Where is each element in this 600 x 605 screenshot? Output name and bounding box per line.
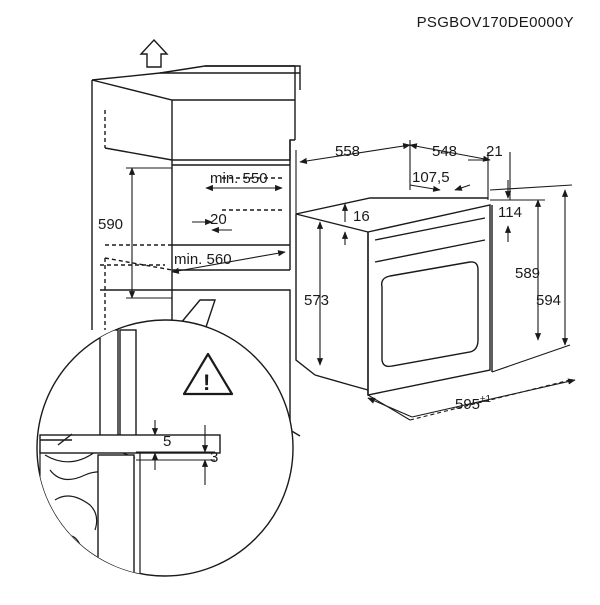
label-oven-front-depth: 21 <box>486 143 503 160</box>
label-oven-control-offset: 107,5 <box>412 169 450 186</box>
label-oven-depth-total: 558 <box>335 143 360 160</box>
label-cabinet-height: 590 <box>98 216 123 233</box>
cabinet-dimensions <box>126 167 286 299</box>
label-cabinet-gap: 20 <box>210 211 227 228</box>
up-arrow-icon <box>139 38 169 68</box>
label-oven-total-height: 594 <box>536 292 561 309</box>
detail-dimensions <box>136 420 215 485</box>
warning-mark: ! <box>203 370 210 395</box>
oven <box>295 197 493 396</box>
cabinet-wall-section <box>39 329 221 576</box>
model-code: PSGBOV170DE0000Y <box>416 14 574 31</box>
label-oven-door-offset: 114 <box>498 204 522 221</box>
oven-dimensions <box>295 140 576 421</box>
warning-icon: ! <box>182 352 234 396</box>
label-cabinet-min-height: min. 550 <box>210 170 268 187</box>
label-oven-top-offset: 16 <box>353 208 370 225</box>
cabinet-labels: min. 550 590 20 min. 560 <box>98 170 268 268</box>
detail-circle: ! 5 3 <box>36 319 294 577</box>
label-cabinet-min-depth: min. 560 <box>174 251 232 268</box>
label-detail-gap-5: 5 <box>163 433 171 450</box>
label-oven-body-height: 573 <box>304 292 329 309</box>
label-oven-width-value: 595 <box>455 396 480 413</box>
label-oven-front-height: 589 <box>515 265 540 282</box>
label-oven-body-depth: 548 <box>432 143 457 160</box>
label-oven-width-tolerance: ±1 <box>480 394 491 405</box>
label-detail-gap-3: 3 <box>210 449 218 466</box>
label-oven-width: 595±1 <box>455 394 492 413</box>
oven-labels: 558 548 21 107,5 16 114 573 589 594 595±… <box>304 143 561 413</box>
